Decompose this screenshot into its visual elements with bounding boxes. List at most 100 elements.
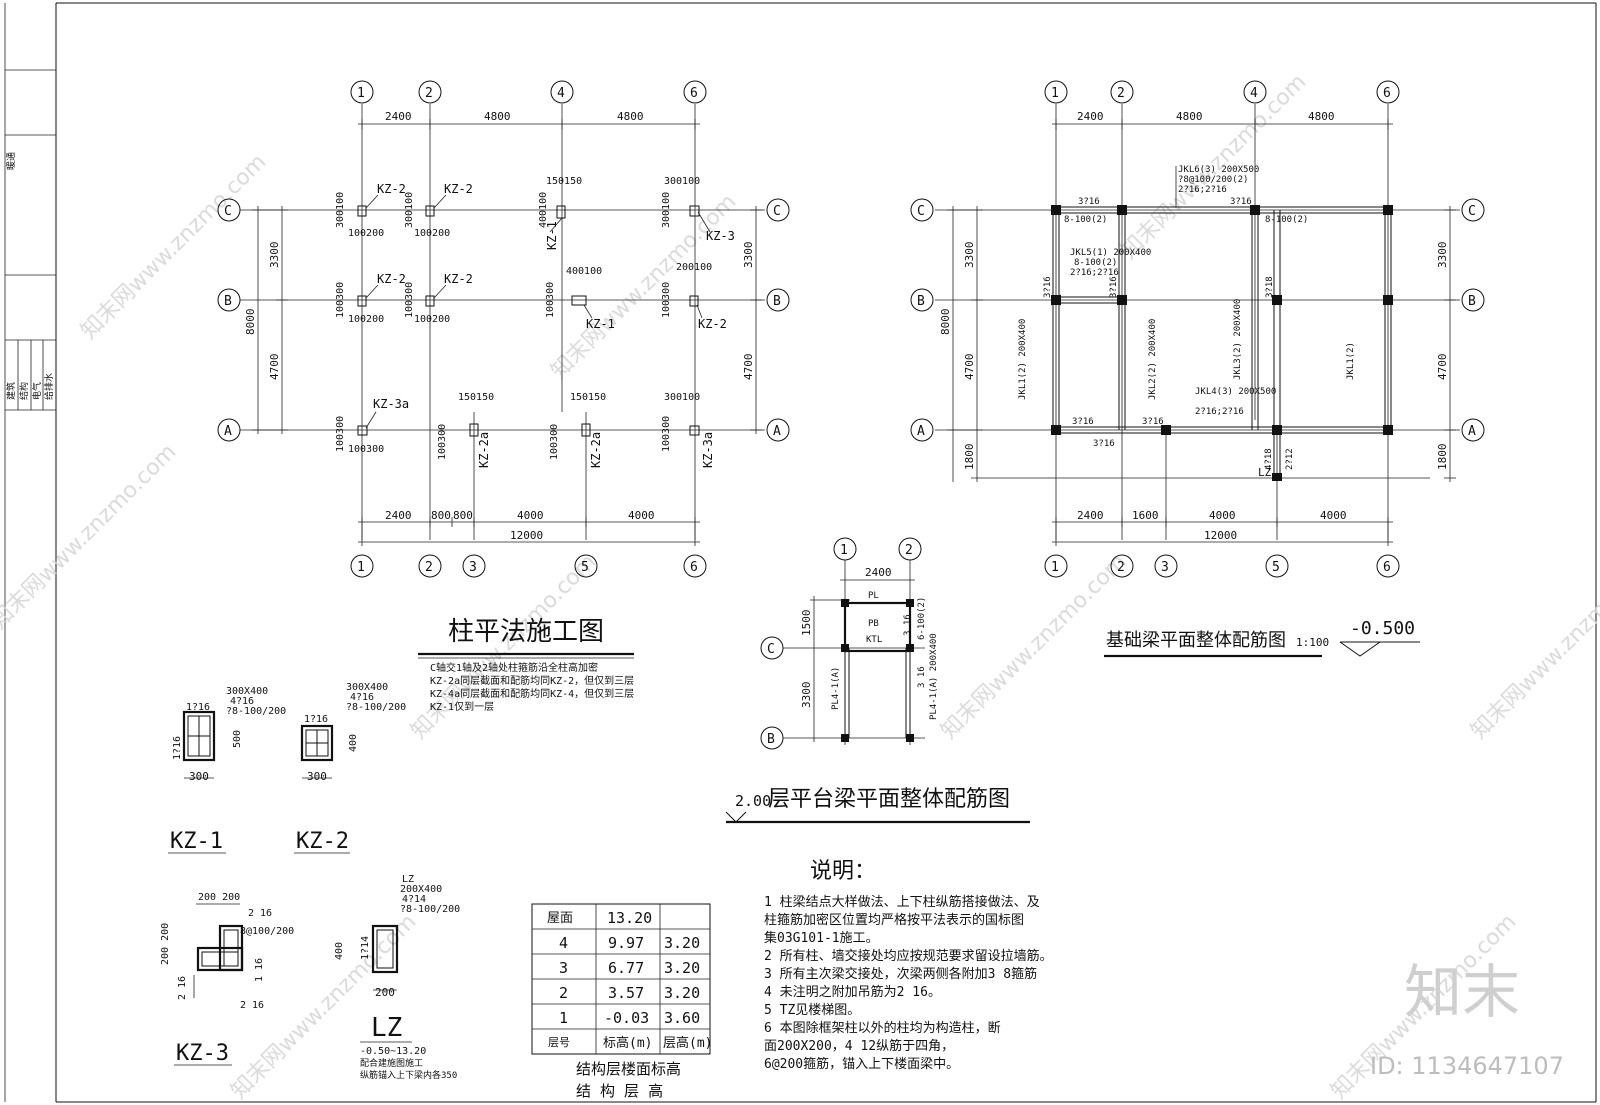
note-line-3: 集03G101-1施工。: [764, 930, 879, 946]
kz2-h: 400: [348, 734, 359, 752]
kz2-side: 1?16: [304, 714, 328, 725]
tbl-r3-elev: 6.77: [608, 959, 644, 977]
tbl-r4-h: 3.20: [664, 984, 700, 1002]
tbl-r5-h: 3.60: [664, 1009, 700, 1027]
beam-lbl-8100-b: 8-100(2): [1265, 215, 1308, 225]
col-off-6: 400100: [538, 192, 549, 228]
beam-lbl-jkl5-stir: 8-100(2): [1074, 258, 1117, 268]
kz3-dims: 200 200: [198, 892, 240, 903]
beam-lbl-jkl5-bars: 2?16;2?16: [1070, 268, 1119, 278]
beam-plan-title: 基础梁平面整体配筋图: [1106, 630, 1286, 651]
tbl-r2-floor: 4: [559, 934, 568, 952]
stair-lbl-pl4-l: PL4-1(A): [831, 667, 841, 710]
kz1-side: 1?16: [186, 702, 210, 713]
beam-lbl-jkl6: JKL6(3) 200X500: [1178, 165, 1259, 175]
lz-stirrup: ?8-100/200: [400, 904, 460, 915]
col-label-1: KZ-2: [377, 182, 406, 196]
col-axis-b-left: B: [224, 294, 232, 309]
col-dim-bot-4: 4000: [517, 509, 544, 522]
beam-axis-top-6: 6: [1383, 86, 1391, 101]
note-line-7: 5 TZ见楼梯图。: [764, 1003, 860, 1018]
floor-table: 屋面 13.20 4 9.97 3.20 3 6.77 3.20 2 3.57 …: [531, 903, 712, 1100]
tbl-r2-h: 3.20: [664, 934, 700, 952]
strip-label-2: 结构: [18, 382, 30, 400]
beam-lbl-jkl5: JKL5(1) 200X400: [1070, 248, 1151, 258]
note-line-1: 1 柱梁结点大样做法、上下柱纵筋搭接做法、及: [764, 894, 1040, 910]
col-dim-total: 12000: [510, 529, 543, 542]
stair-axis-2: 2: [905, 543, 913, 558]
tbl-r5-elev: -0.03: [604, 1009, 649, 1027]
col-off-12: 100200: [414, 314, 450, 325]
beam-axis-c-right: C: [1468, 204, 1476, 219]
section-kz2: 300X400 4?16 ?8-100/200 1?16 400 300 KZ-…: [294, 682, 406, 854]
tbl-r3-floor: 3: [559, 959, 568, 977]
col-off-18: 100300: [348, 444, 384, 455]
tbl-caption1: 结构层楼面标高: [576, 1060, 681, 1078]
col-label-10: KZ-2a: [477, 432, 491, 468]
beam-dim-total: 12000: [1204, 529, 1237, 542]
tbl-head-height: 层高(m): [663, 1035, 712, 1051]
beam-dim-top-1: 2400: [1077, 110, 1104, 123]
col-off-19: 150150: [458, 392, 494, 403]
beam-row-axes: C B A C B A: [910, 198, 1485, 442]
kz2-stirrup: ?8-100/200: [346, 702, 406, 713]
col-label-4: KZ-3: [706, 229, 735, 243]
col-off-10: 100200: [348, 314, 384, 325]
col-bottom-axes: 1 2 3 5 6: [350, 554, 707, 578]
stair-plan: 1 2 2400 C B 1500 3300 PL PB KTL 3 16 6-…: [725, 537, 1030, 824]
col-row-axes: C B A C B A: [217, 198, 790, 442]
col-note-1: C轴交1轴及2轴处柱箍筋沿全柱高加密: [430, 661, 598, 674]
watermark-6: 知末网www.znzmo.com: [1467, 549, 1600, 744]
col-label-8: KZ-2: [698, 317, 727, 331]
strip-label-1: 建筑: [5, 382, 17, 400]
beam-lbl-316-d: 3?16: [1109, 276, 1119, 298]
tbl-r4-floor: 2: [559, 984, 568, 1002]
kz1-stirrup: ?8-100/200: [226, 706, 286, 717]
beam-top-dims: 2400 4800 4800: [1052, 110, 1393, 130]
col-dim-right-2: 4700: [742, 354, 755, 381]
beam-axis-bot-3: 3: [1161, 560, 1169, 575]
strip-label-5: 暖通: [5, 152, 17, 170]
tbl-head-floor: 层号: [548, 1036, 570, 1049]
col-off-11: 100300: [404, 282, 415, 318]
beam-lbl-316-a: 3?16: [1078, 197, 1100, 207]
col-dim-top-2: 4800: [484, 110, 511, 123]
stair-lbl-pb: PB: [868, 619, 879, 629]
lz-size: 200X400: [400, 884, 442, 895]
col-axis-bot-5: 5: [581, 560, 589, 575]
col-note-4: KZ-1仅到一层: [430, 701, 494, 713]
beam-lbl-jkl4-bars: 2?16;2?16: [1195, 407, 1244, 417]
sheet-border: [55, 2, 1597, 1103]
note-line-5: 3 所有主次梁交接处，次梁两侧各附加3 8箍筋: [764, 966, 1037, 982]
col-off-20: 100300: [437, 424, 448, 460]
beam-lbl-jkl6-bars: 2?16;2?16: [1178, 185, 1227, 195]
col-off-3: 300100: [404, 192, 415, 228]
kz1-side-left: 1?16: [172, 736, 183, 760]
notes-title: 说明：: [810, 859, 876, 884]
beam-lbl-212: 2?12: [1285, 448, 1295, 470]
lz-header: LZ: [402, 874, 414, 885]
col-plan-title: 柱平法施工图: [448, 617, 604, 647]
kz3-stirrup: 8@100/200: [240, 926, 294, 937]
col-off-8: 300100: [661, 192, 672, 228]
stair-axis-1: 1: [840, 543, 848, 558]
col-axis-b-right: B: [773, 294, 781, 309]
beam-side-dims: 3300 4700 1800 8000 3300 4700 1800: [939, 206, 1456, 482]
brand: 知末 ID: 1134647107: [1370, 958, 1564, 1080]
col-dim-left-total: 8000: [244, 309, 257, 336]
col-off-24: 100300: [661, 416, 672, 452]
stair-lbl-316-b: 3 16: [917, 666, 927, 688]
lz-note1: -0.50~13.20: [360, 1046, 426, 1057]
col-bottom-dims: 2400 800 800 4000 4000 12000: [358, 509, 700, 546]
beam-lbl-418: 4?18: [1264, 448, 1274, 470]
col-dim-bot-2: 800: [431, 509, 451, 522]
tbl-r3-h: 3.20: [664, 959, 700, 977]
beam-dim-top-2: 4800: [1176, 110, 1203, 123]
stair-lbl-pl: PL: [868, 591, 879, 601]
lz-side: 1?14: [360, 936, 371, 960]
col-dim-bot-3: 800: [453, 509, 473, 522]
note-line-8: 6 本图除框架柱以外的柱均为构造柱，断: [764, 1020, 1001, 1036]
col-axis-a-left: A: [224, 424, 232, 439]
kz3-bars1: 2 16: [248, 908, 272, 919]
